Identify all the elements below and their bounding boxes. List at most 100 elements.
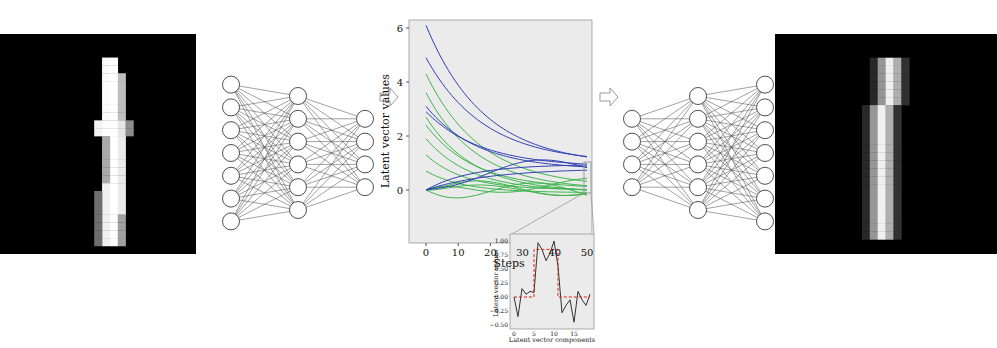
pixel	[862, 105, 870, 113]
neuron	[624, 156, 641, 173]
tick-label: 0	[423, 247, 429, 258]
axis-title: Latent vector components	[509, 337, 595, 344]
pixel	[878, 216, 886, 224]
pixel	[870, 168, 878, 176]
pixel	[94, 191, 102, 199]
neuron	[223, 122, 240, 139]
latent-trajectory	[426, 93, 587, 186]
net-connection	[298, 96, 365, 119]
pixel	[94, 207, 102, 215]
net-connection	[298, 187, 365, 210]
pixel	[894, 145, 902, 153]
pixel	[862, 232, 870, 240]
pixel	[118, 144, 126, 152]
pixel	[102, 144, 110, 152]
pixel	[118, 238, 126, 246]
net-connection	[298, 118, 365, 119]
net-connection	[632, 119, 698, 187]
net-connection	[698, 85, 765, 142]
neuron	[290, 88, 307, 105]
zoom-leader	[591, 193, 594, 234]
net-connection	[698, 210, 765, 221]
pixel	[94, 128, 102, 136]
pixel	[901, 89, 909, 97]
pixel	[878, 184, 886, 192]
pixel	[110, 144, 118, 152]
pixel	[862, 208, 870, 216]
net-connection	[298, 96, 365, 187]
neuron	[757, 99, 774, 116]
pixel	[118, 113, 126, 121]
pixel	[894, 153, 902, 161]
tick-mark	[406, 136, 409, 137]
pixel	[102, 97, 110, 105]
pixel	[894, 97, 902, 105]
pixel	[102, 230, 110, 238]
pixel	[110, 215, 118, 223]
pixel	[878, 200, 886, 208]
pixel	[886, 208, 894, 216]
pixel	[110, 58, 118, 66]
latent-trajectory	[426, 178, 587, 192]
pixel	[870, 81, 878, 89]
pixel	[118, 136, 126, 144]
pixel	[862, 137, 870, 145]
net-connection	[231, 96, 298, 153]
pixel	[118, 199, 126, 207]
net-connection	[298, 119, 365, 142]
pixel	[886, 145, 894, 153]
pixel	[110, 222, 118, 230]
net-connection	[298, 119, 365, 165]
pixel	[118, 207, 126, 215]
pixel	[878, 129, 886, 137]
pixel	[118, 183, 126, 191]
net-connection	[632, 119, 698, 210]
pixel	[102, 73, 110, 81]
net-connection	[632, 142, 698, 188]
pixel	[110, 128, 118, 136]
pixel	[870, 58, 878, 66]
pixel	[894, 74, 902, 82]
pixel	[878, 105, 886, 113]
net-connection	[298, 96, 365, 164]
net-connection	[298, 119, 365, 187]
tick-label: 40	[548, 247, 561, 258]
net-connection	[698, 142, 765, 222]
pixel	[110, 207, 118, 215]
pixel	[894, 105, 902, 113]
net-connection	[231, 85, 298, 165]
net-connection	[698, 85, 765, 210]
net-connection	[632, 187, 698, 188]
pixel	[894, 200, 902, 208]
pixel	[878, 113, 886, 121]
image-ground	[0, 34, 196, 254]
pixel	[862, 200, 870, 208]
tick-label: 0.50	[495, 266, 508, 273]
pixel	[870, 89, 878, 97]
axis-title: Latent vector values	[380, 74, 392, 188]
pixel	[102, 167, 110, 175]
pixel	[901, 74, 909, 82]
pixel	[110, 136, 118, 144]
pixel	[878, 145, 886, 153]
latent-trajectory	[426, 106, 587, 167]
pixel	[878, 176, 886, 184]
pixel	[886, 137, 894, 145]
pixel	[894, 121, 902, 129]
net-connection	[698, 85, 765, 188]
pixel	[878, 66, 886, 74]
tick-label: 10	[550, 330, 558, 337]
pixel	[878, 81, 886, 89]
net-connection	[632, 119, 698, 187]
pixel	[110, 167, 118, 175]
pixel	[870, 97, 878, 105]
pixel	[894, 58, 902, 66]
net-connection	[231, 96, 298, 199]
neuron	[290, 110, 307, 127]
pixel	[870, 208, 878, 216]
pixel	[878, 74, 886, 82]
zoom-leader	[512, 193, 584, 234]
pixel	[102, 191, 110, 199]
pixel	[870, 74, 878, 82]
